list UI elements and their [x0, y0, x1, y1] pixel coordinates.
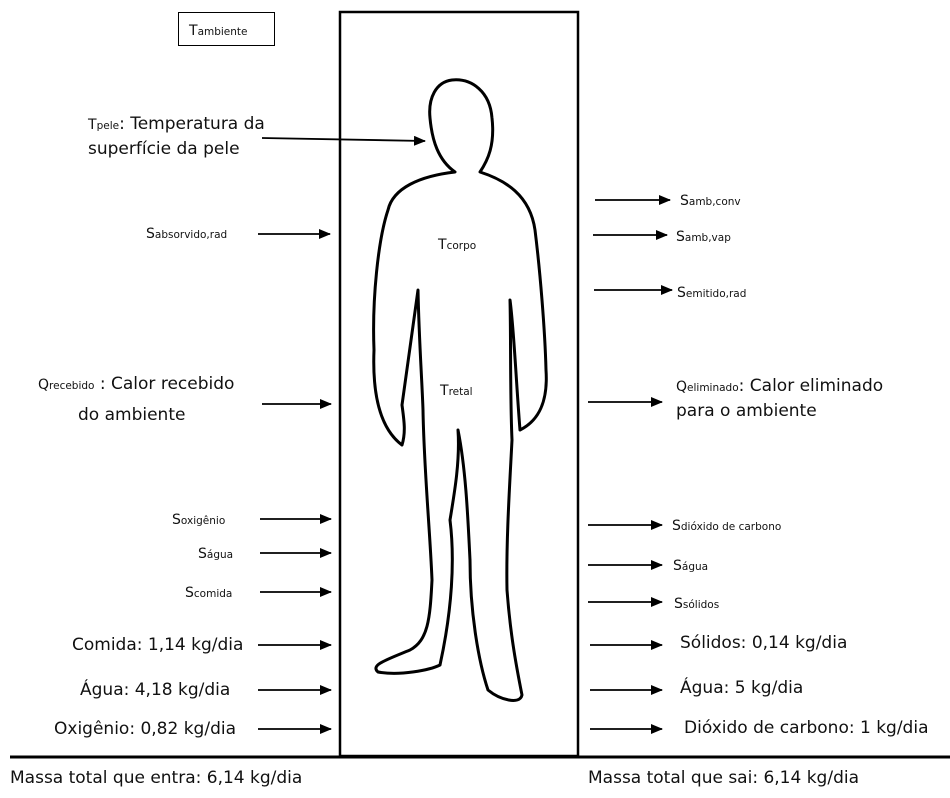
total-mass-out-label: Massa total que sai: 6,14 kg/dia	[588, 770, 859, 787]
skin-pointer-arrow	[262, 138, 425, 141]
body-core-temperature-label: Tcorpo	[438, 236, 476, 253]
entropy-water-in-label: Ságua	[198, 545, 233, 562]
skin-temperature-label-line2: superfície da pele	[88, 141, 240, 158]
entropy-amb-vap-label: Samb,vap	[676, 228, 731, 245]
mass-water-out-label: Água: 5 kg/dia	[680, 680, 803, 697]
mass-water-in-label: Água: 4,18 kg/dia	[80, 682, 230, 699]
ambient-temperature-box: Tambiente	[178, 12, 275, 46]
mass-food-in-label: Comida: 1,14 kg/dia	[72, 637, 243, 654]
mass-solids-out-label: Sólidos: 0,14 kg/dia	[680, 635, 847, 652]
entropy-solids-out-label: Ssólidos	[674, 595, 719, 612]
heat-received-label-line2: do ambiente	[78, 407, 185, 424]
heat-received-label: Qrecebido : Calor recebido	[38, 376, 234, 393]
total-mass-in-label: Massa total que entra: 6,14 kg/dia	[10, 770, 302, 787]
entropy-emitted-rad-label: Semitido,rad	[677, 284, 746, 301]
rectal-temperature-label: Tretal	[440, 382, 473, 399]
entropy-absorbed-rad-label: Sabsorvido,rad	[146, 225, 227, 242]
entropy-amb-conv-label: Samb,conv	[680, 192, 741, 209]
skin-temperature-label: Tpele: Temperatura da	[88, 116, 265, 133]
entropy-oxygen-in-label: Soxigênio	[172, 511, 225, 528]
entropy-food-in-label: Scomida	[185, 584, 232, 601]
heat-eliminated-label-line2: para o ambiente	[676, 403, 817, 420]
ambient-temperature-label: Tambiente	[189, 22, 248, 39]
mass-oxygen-in-label: Oxigênio: 0,82 kg/dia	[54, 721, 236, 738]
entropy-water-out-label: Ságua	[673, 557, 708, 574]
entropy-co2-out-label: Sdióxido de carbono	[672, 517, 781, 534]
mass-co2-out-label: Dióxido de carbono: 1 kg/dia	[684, 720, 929, 737]
heat-eliminated-label: Qeliminado: Calor eliminado	[676, 378, 883, 395]
